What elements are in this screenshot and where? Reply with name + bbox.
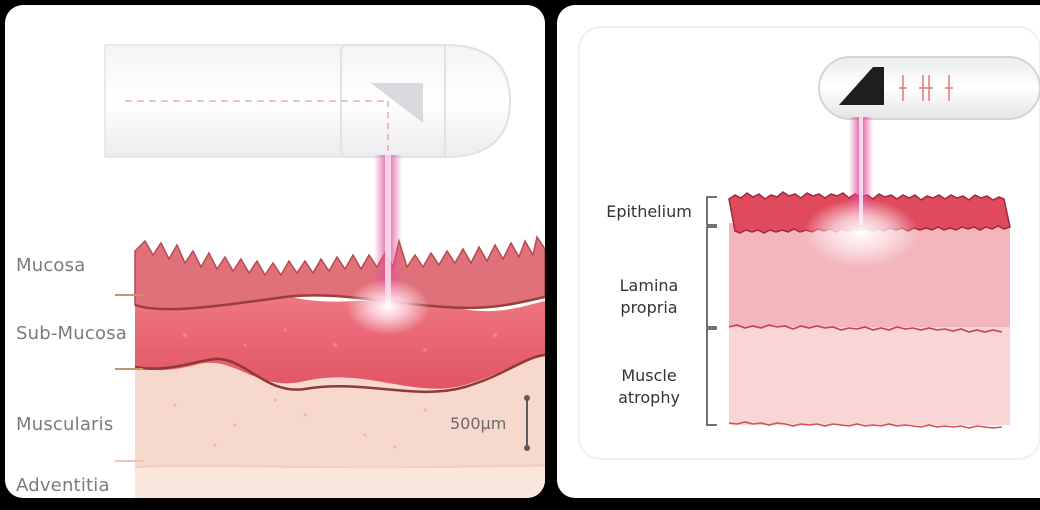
catheter-tip [818,56,1040,120]
laser-focus-glow [346,279,430,335]
label-epithelium: Epithelium [606,202,692,221]
label-muscularis: Muscularis [16,414,114,435]
label-sub-mucosa: Sub-Mucosa [16,323,128,344]
left-tissue-illustration [104,43,545,498]
muscle-atrophy-layer [729,327,1010,425]
scale-bar [524,395,530,451]
label-mucosa: Mucosa [16,255,86,276]
label-muscle-atrophy: Muscle atrophy [618,366,680,407]
layer-brackets [706,196,717,426]
label-adventitia: Adventitia [16,475,110,496]
right-diagram-panel: Epithelium Lamina propria Muscle atrophy [557,5,1040,498]
laser-focus-glow [803,199,919,267]
mucosa-layer [134,235,545,310]
fiber-probe [104,43,512,159]
scale-bar-label: 500μm [450,414,507,433]
label-lamina-propria: Lamina propria [619,276,679,317]
right-tissue-illustration [578,26,1040,460]
muscularis-layer [135,347,545,467]
tissue-speckles [183,328,497,352]
left-diagram-panel: Mucosa Sub-Mucosa Muscularis Adventitia … [5,5,545,498]
